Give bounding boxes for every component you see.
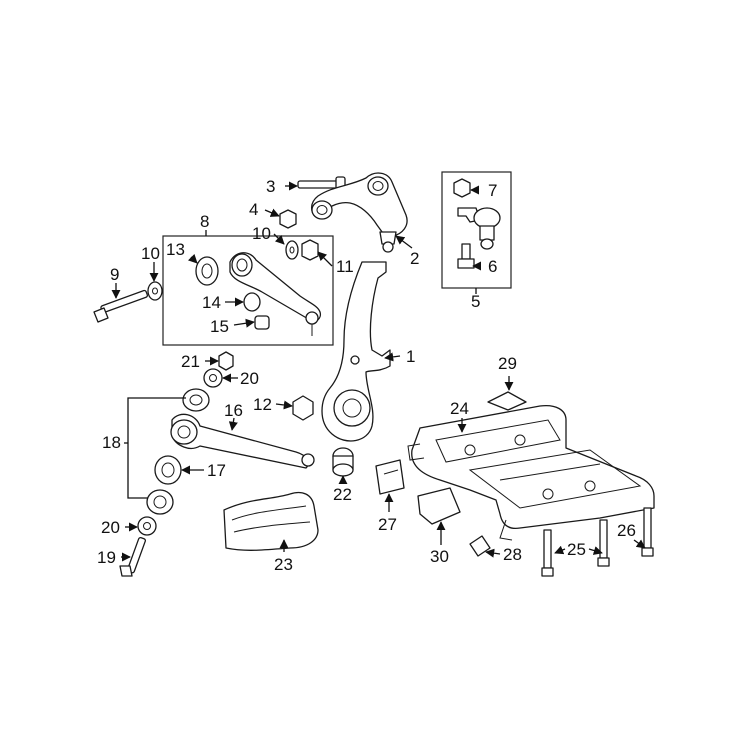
bolt-26: [641, 507, 654, 557]
heat-shield-23: [223, 491, 319, 551]
label-15: 15: [210, 317, 229, 336]
bolt-9: [93, 289, 149, 323]
nut-7: [453, 178, 471, 198]
bolt-6: [457, 243, 475, 269]
label-24: 24: [450, 399, 469, 418]
subframe-24: [407, 404, 655, 541]
label-9: 9: [110, 265, 119, 284]
label-3: 3: [266, 177, 275, 196]
label-27: 27: [378, 515, 397, 534]
bushing-18-top: [182, 388, 210, 412]
label-30: 30: [430, 547, 449, 566]
group-box-8: [162, 235, 334, 346]
label-21: 21: [181, 352, 200, 371]
arm-8: [229, 252, 322, 336]
nut-11: [301, 239, 319, 261]
label-18: 18: [102, 433, 121, 452]
label-29: 29: [498, 354, 517, 373]
label-20-lower: 20: [101, 518, 120, 537]
label-5: 5: [471, 292, 480, 311]
label-22: 22: [333, 485, 352, 504]
bushing-18-bottom: [146, 489, 174, 515]
label-25: 25: [567, 540, 586, 559]
label-13: 13: [166, 240, 185, 259]
label-23: 23: [274, 555, 293, 574]
washer-10-left: [147, 281, 163, 301]
bushing-12: [292, 395, 314, 421]
label-28: 28: [503, 545, 522, 564]
label-1: 1: [406, 347, 415, 366]
upper-control-arm-2: [310, 172, 408, 253]
bolt-3: [297, 176, 346, 193]
label-6: 6: [488, 257, 497, 276]
lower-control-arm-16: [170, 413, 315, 469]
bushing-22: [332, 447, 354, 477]
label-16: 16: [224, 401, 243, 420]
bracket-28: [469, 535, 491, 557]
label-8: 8: [200, 212, 209, 231]
label-14: 14: [202, 293, 221, 312]
label-17: 17: [207, 461, 226, 480]
bushing-17: [154, 455, 182, 485]
leader-lines: [111, 181, 646, 562]
label-10-left: 10: [141, 244, 160, 263]
bolt-19: [119, 536, 147, 577]
label-11: 11: [336, 257, 354, 276]
steering-knuckle-1: [321, 261, 391, 442]
washer-20-upper: [203, 368, 223, 388]
washer-10-upper: [285, 240, 299, 260]
bracket-29: [487, 391, 527, 411]
label-26: 26: [617, 521, 636, 540]
bushing-13: [195, 256, 219, 286]
label-2: 2: [410, 249, 419, 268]
washer-20-lower: [137, 516, 157, 536]
bolts-25: [541, 519, 610, 577]
bracket-18-line: [127, 397, 186, 499]
label-4: 4: [249, 200, 258, 219]
label-10-upper: 10: [252, 224, 271, 243]
label-7: 7: [488, 181, 497, 200]
nut-4: [279, 209, 297, 229]
label-12: 12: [253, 395, 272, 414]
label-19: 19: [97, 548, 116, 567]
bracket-27: [375, 459, 405, 495]
bushing-14: [243, 292, 261, 312]
bracket-30: [417, 487, 461, 525]
ball-joint: [457, 207, 501, 250]
label-20-upper: 20: [240, 369, 259, 388]
bushing-15: [254, 315, 270, 330]
nut-21: [218, 351, 234, 371]
